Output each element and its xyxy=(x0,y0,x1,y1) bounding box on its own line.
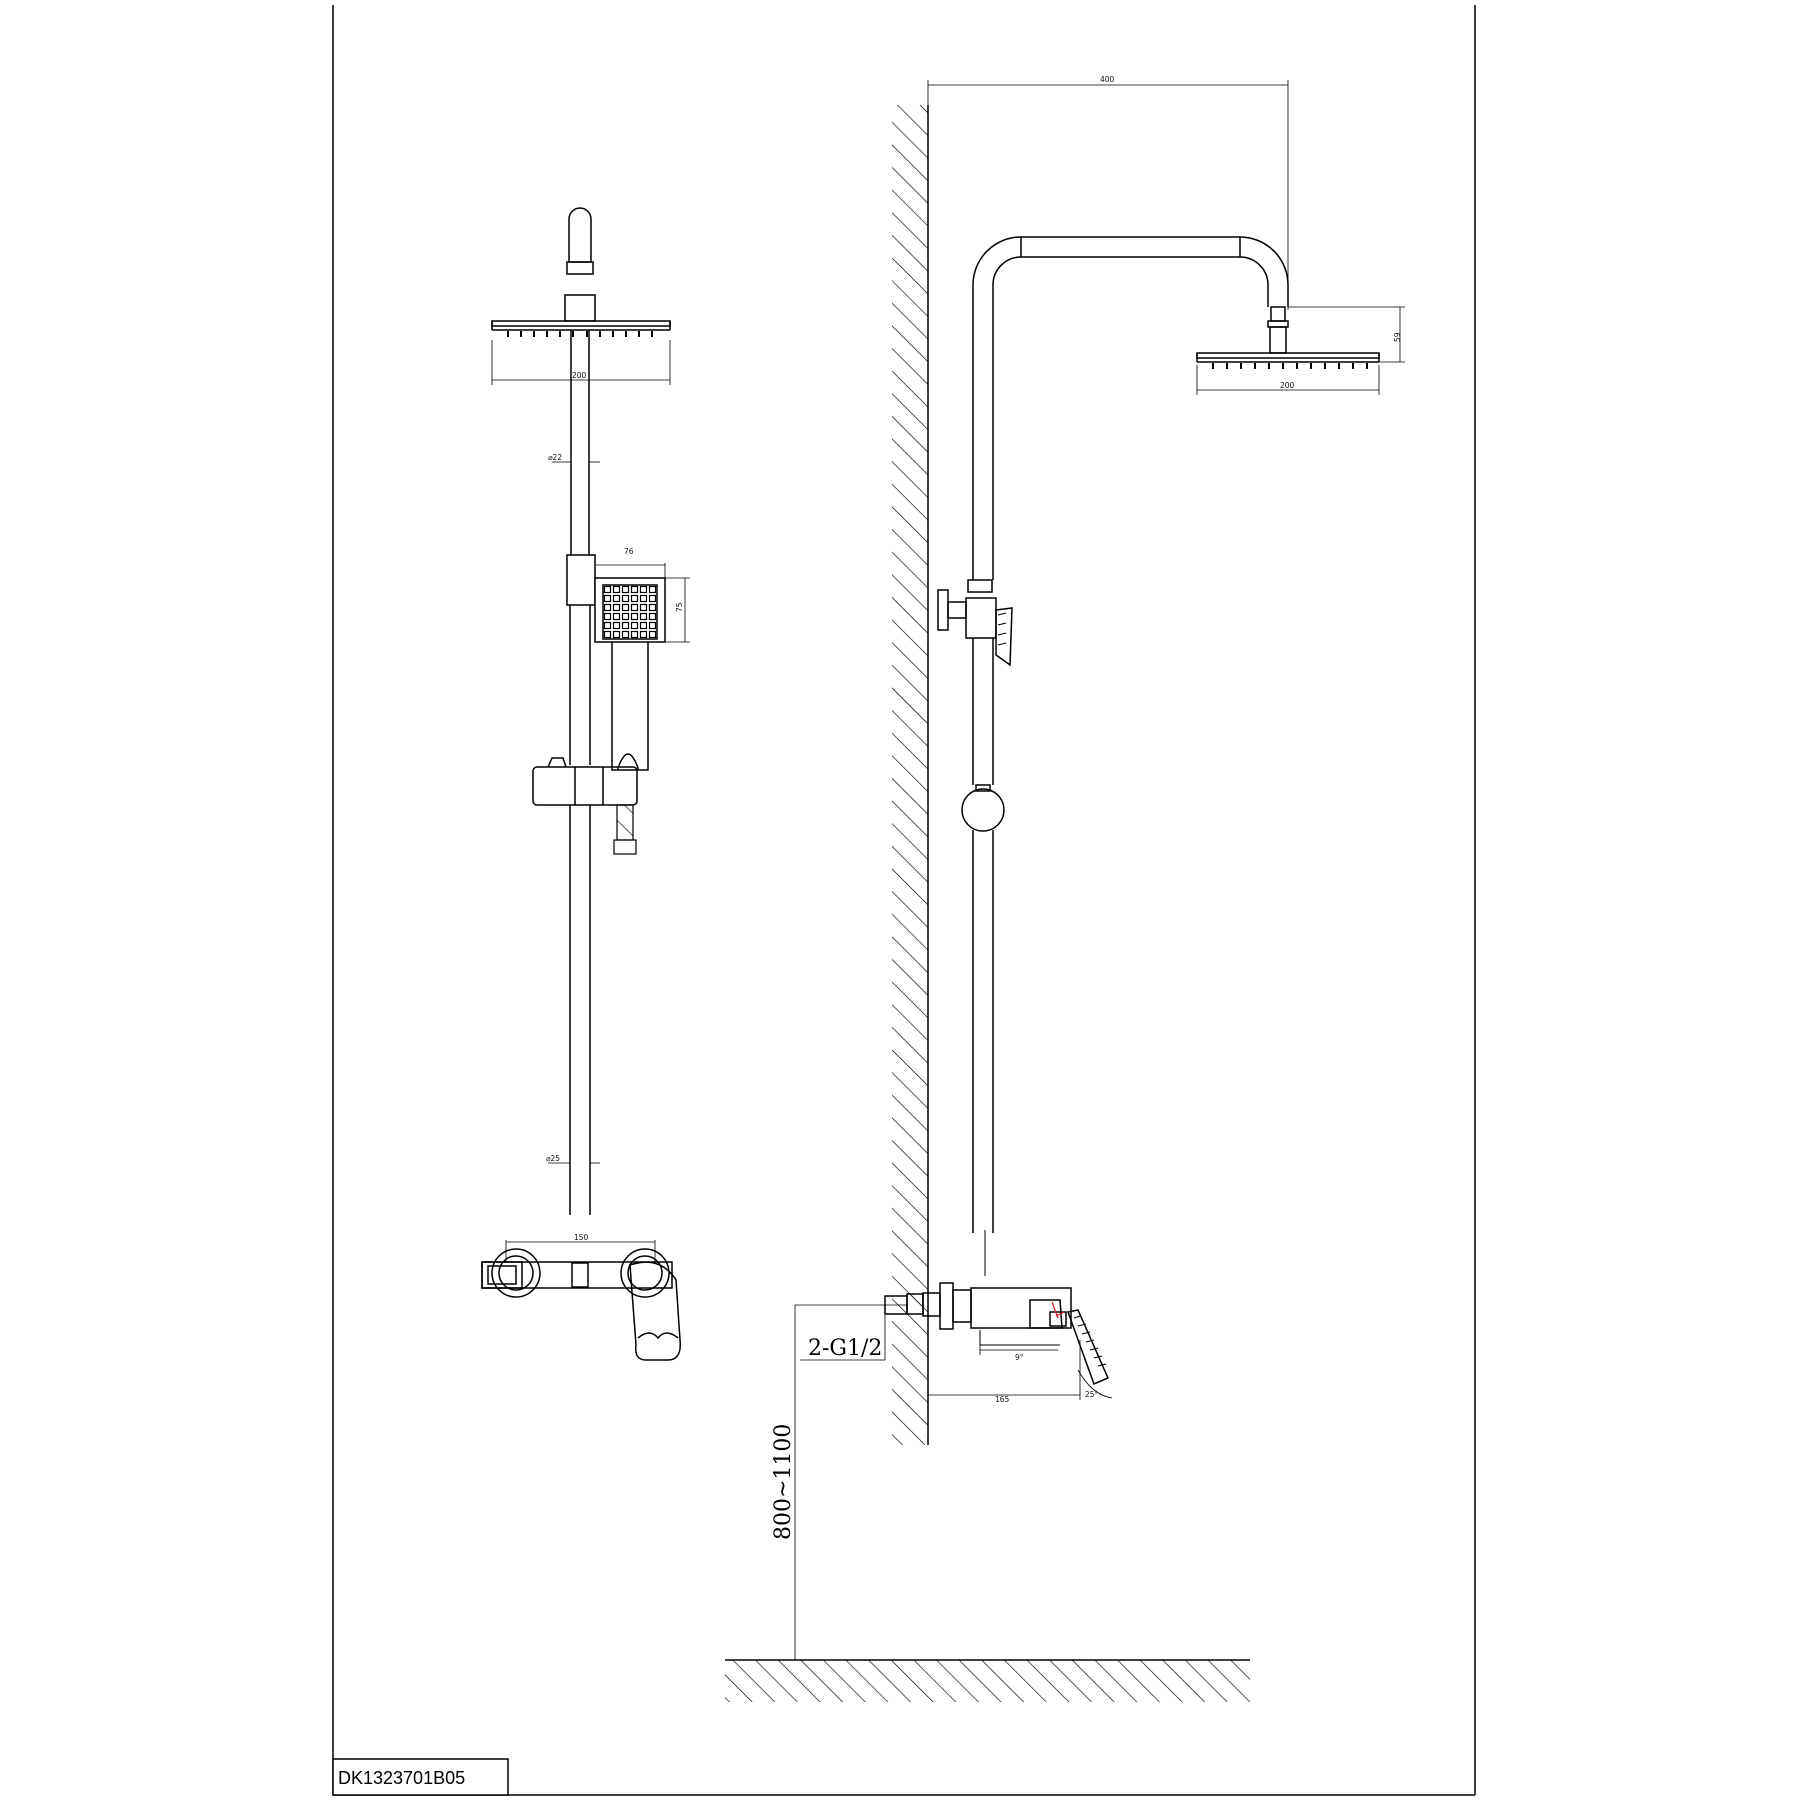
dim-mixer-width: 150 xyxy=(574,1233,589,1242)
dim-lever-angle-large: 25° xyxy=(1085,1390,1099,1399)
slider-knob xyxy=(961,788,1005,832)
dim-lower-pipe-diameter: ⌀25 xyxy=(546,1154,560,1163)
side-view xyxy=(884,236,1380,1386)
dim-head-drop: 59 xyxy=(1393,332,1402,342)
inlet-thread-label: 2-G1/2 xyxy=(808,1336,882,1361)
side-dimensions xyxy=(794,80,1405,1660)
hose-spring xyxy=(613,804,637,855)
front-dimension-labels: 200 ⌀22 76 75 ⌀25 150 xyxy=(546,371,684,1242)
mixer-lever xyxy=(629,1261,681,1361)
slider-clamp xyxy=(532,757,638,806)
dim-arm-reach: 400 xyxy=(1100,75,1115,84)
dim-lever-angle-small: 9° xyxy=(1015,1353,1024,1362)
drawing-code: DK1323701B05 xyxy=(338,1768,465,1788)
hand-shower-holder xyxy=(566,554,596,606)
dim-head-width-front: 200 xyxy=(572,371,587,380)
sheet-frame xyxy=(332,5,1476,1796)
side-dimension-labels: 400 59 200 2-G1/2 9° 165 25° 800~1100 xyxy=(771,75,1402,1540)
wall-bracket xyxy=(937,579,1013,667)
dim-upper-pipe-diameter: ⌀22 xyxy=(548,453,562,462)
side-shower-head xyxy=(1196,352,1380,363)
hand-shower xyxy=(594,577,666,771)
dim-mixer-depth: 165 xyxy=(995,1395,1010,1404)
install-height-label: 800~1100 xyxy=(771,1424,796,1540)
shower-arm xyxy=(972,236,1289,580)
swivel-nut xyxy=(566,261,594,275)
wall xyxy=(892,105,929,1445)
title-block: DK1323701B05 xyxy=(332,1758,509,1796)
side-head-nozzles xyxy=(1212,363,1368,369)
floor xyxy=(725,1659,1250,1702)
dim-hand-shower-width: 76 xyxy=(624,547,634,556)
dim-hand-shower-height: 75 xyxy=(675,602,684,612)
top-swivel xyxy=(568,207,592,263)
front-dimensions xyxy=(491,340,690,1262)
side-lever xyxy=(1066,1309,1109,1386)
mixer-front xyxy=(481,1248,681,1361)
overhead-shower-head xyxy=(491,320,671,331)
front-view xyxy=(481,207,681,1361)
head-connector xyxy=(564,294,596,322)
head-nozzles xyxy=(507,331,653,337)
dim-head-width-side: 200 xyxy=(1280,381,1295,390)
